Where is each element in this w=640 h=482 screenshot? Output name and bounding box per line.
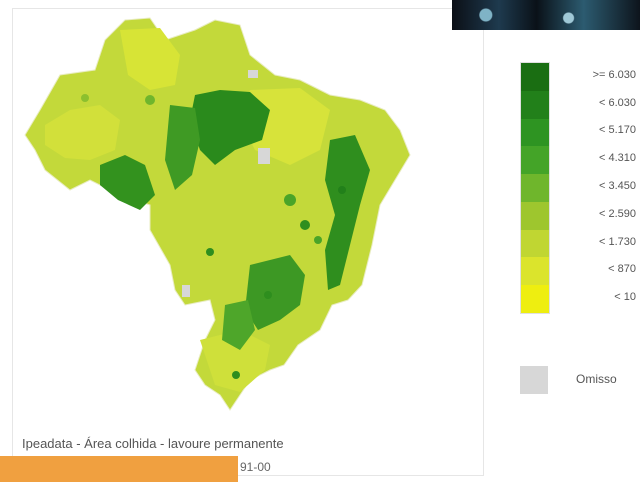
legend-swatch xyxy=(521,90,549,119)
legend-swatch xyxy=(521,201,549,230)
legend-swatch xyxy=(521,174,549,202)
map-spot[interactable] xyxy=(145,95,155,105)
map-region-para-dark[interactable] xyxy=(190,90,270,165)
map-spot[interactable] xyxy=(284,194,296,206)
map-region-south[interactable] xyxy=(200,330,270,392)
map-caption: Ipeadata - Área colhida - lavoure perman… xyxy=(22,436,284,451)
legend-label: < 3.450 xyxy=(598,180,636,192)
legend-swatch xyxy=(521,285,549,313)
legend-label: < 6.030 xyxy=(598,96,636,109)
legend-swatch xyxy=(521,229,549,258)
map-spot[interactable] xyxy=(232,371,240,379)
map-omitted-area[interactable] xyxy=(258,148,270,164)
legend-swatch xyxy=(521,63,549,91)
map-omitted-area[interactable] xyxy=(182,285,190,297)
legend-label: < 5.170 xyxy=(598,124,636,137)
legend-omitted-label: Omisso xyxy=(576,372,617,386)
legend-omitted-swatch xyxy=(520,366,548,394)
thumbnail-image xyxy=(452,0,640,30)
map-region-center-dark[interactable] xyxy=(165,105,200,190)
map-region-north[interactable] xyxy=(120,28,180,90)
map-spot[interactable] xyxy=(264,291,272,299)
map-caption-period: 91-00 xyxy=(240,460,271,474)
map-spot[interactable] xyxy=(206,248,214,256)
map-region-amazonas-dark[interactable] xyxy=(100,155,155,210)
map-region-coast-dark[interactable] xyxy=(325,135,370,290)
highlight-bar xyxy=(0,456,238,482)
legend-label: < 10 xyxy=(614,291,636,304)
legend-color-ramp xyxy=(520,62,550,314)
legend-label: < 870 xyxy=(608,263,636,276)
map-region-south-dark[interactable] xyxy=(222,300,255,350)
map-spot[interactable] xyxy=(338,186,346,194)
legend-labels: >= 6.030 < 6.030 < 5.170 < 4.310 < 3.450 < 2.… xyxy=(520,62,640,312)
legend-swatch xyxy=(521,257,549,286)
legend-swatch xyxy=(521,146,549,175)
legend-label: < 2.590 xyxy=(598,207,636,220)
legend-label: >= 6.030 xyxy=(592,68,636,81)
legend-label: < 4.310 xyxy=(598,152,636,165)
map-region-nw[interactable] xyxy=(45,105,120,160)
map-region-southeast-dark[interactable] xyxy=(245,255,305,330)
map-spot[interactable] xyxy=(81,94,89,102)
legend-label: < 1.730 xyxy=(598,235,636,248)
map-spot[interactable] xyxy=(314,236,322,244)
legend-swatch xyxy=(521,118,549,147)
map-omitted-area[interactable] xyxy=(248,70,258,78)
video-thumbnail[interactable] xyxy=(452,0,640,30)
map-spot[interactable] xyxy=(300,220,310,230)
